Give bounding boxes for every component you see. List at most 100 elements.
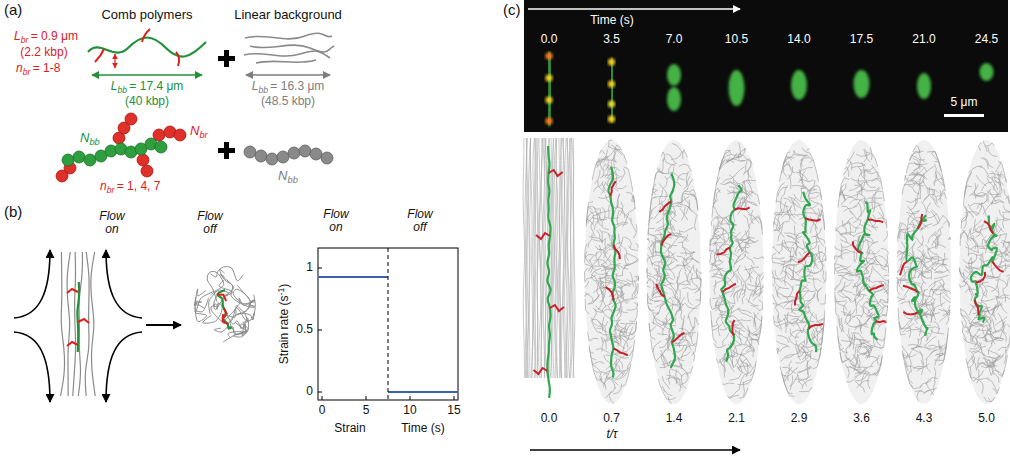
figure-part — [299, 145, 311, 157]
label-text: Flow off — [197, 209, 222, 236]
panel-letter: (c) — [503, 2, 521, 19]
tick-label: 0.5 — [296, 323, 313, 336]
plot-frame — [318, 248, 458, 400]
molecule-image — [608, 58, 615, 123]
time-label: 24.5 — [975, 33, 998, 46]
molecule-image — [667, 87, 681, 111]
simulation-snapshot — [772, 140, 826, 404]
stretched-chains — [61, 252, 96, 396]
time-label: 14.0 — [787, 33, 810, 46]
length-arrow — [92, 74, 202, 76]
label-text: bb — [258, 85, 268, 95]
axis-title: t/τ — [606, 428, 617, 441]
simulation-snapshot — [869, 285, 884, 291]
label-text: t/τ — [606, 427, 617, 441]
flow-state: Flow off — [197, 210, 222, 236]
label-text: Comb polymers — [101, 7, 192, 22]
simulation-snapshot — [960, 140, 1010, 404]
time-label: 0.0 — [541, 33, 558, 46]
label-text: 2.9 — [791, 411, 808, 425]
bead-label: nbr= 1, 4, 7 — [100, 180, 160, 195]
simulation-snapshot — [672, 333, 685, 343]
stretched-chains — [61, 252, 96, 396]
molecule-image — [917, 73, 931, 99]
streamline-arrow — [14, 250, 50, 318]
linear-chain — [245, 33, 332, 39]
simulation-snapshot — [853, 241, 862, 253]
time-arrow — [528, 8, 740, 9]
simulation-snapshot — [721, 185, 741, 362]
axis-title: Strain rate (s-1) — [277, 284, 291, 364]
label-text: 0 — [306, 384, 313, 398]
figure-part — [84, 154, 96, 166]
dimension: nbr= 1-8 — [16, 62, 60, 77]
tick-label: 0 — [319, 404, 326, 417]
simulation-snapshot — [975, 300, 979, 315]
label-text: -1 — [276, 288, 286, 296]
figure-part — [174, 129, 186, 141]
time-label: 3.6 — [853, 412, 870, 425]
simulation-snapshot — [547, 146, 550, 398]
branch-length-arrow — [114, 54, 115, 68]
axis-title: Time (s) — [590, 14, 634, 27]
label-text: = 16.3 μm — [270, 79, 324, 93]
label-text: Linear background — [234, 7, 342, 22]
simulation-snapshot — [661, 234, 671, 246]
simulation-snapshot — [585, 140, 639, 404]
figure-part — [56, 170, 68, 182]
simulation-snapshot — [647, 143, 701, 403]
molecule-image — [980, 63, 994, 81]
label-text: (48.5 kbp) — [261, 94, 315, 108]
label-text: bb — [117, 85, 127, 95]
simulation-snapshot — [835, 140, 889, 404]
molecule-image — [545, 117, 552, 124]
simulation-snapshot — [550, 305, 564, 311]
simulation-snapshot — [608, 167, 615, 378]
figure-part — [141, 165, 153, 177]
simulation-snapshot — [732, 320, 734, 335]
tick-label: 1 — [306, 261, 313, 274]
simulation-snapshot — [960, 140, 1010, 404]
figure-part — [73, 151, 85, 163]
figure-part — [310, 148, 322, 160]
label-text: (2.2 kbp) — [20, 45, 67, 59]
label-text: br — [199, 130, 207, 140]
label-text: N — [80, 130, 89, 145]
simulation-snapshot — [960, 141, 1010, 402]
label-text: br — [21, 35, 29, 45]
time-label: 4.3 — [916, 412, 933, 425]
flow-streamlines — [14, 250, 181, 402]
molecule-image — [612, 58, 613, 122]
molecule-image — [917, 73, 931, 99]
label-text: L — [14, 29, 21, 43]
time-label: 10.5 — [725, 33, 748, 46]
figure-part — [266, 153, 278, 165]
simulation-snapshot — [876, 321, 886, 322]
dimension: Lbb= 16.3 μm — [252, 80, 325, 95]
relaxed-coil — [217, 290, 231, 329]
molecule-image — [608, 80, 615, 87]
plus-sign — [224, 50, 229, 67]
branch-strand — [176, 52, 179, 66]
dimension: (40 kbp) — [125, 95, 169, 108]
simulation-snapshot — [857, 202, 879, 340]
label-text: 1 — [306, 260, 313, 274]
molecule-image — [545, 96, 552, 103]
label-text: Strain rate (s — [277, 295, 291, 364]
time-label: 5.0 — [978, 412, 995, 425]
panel-heading: Comb polymers — [101, 8, 192, 22]
label-text: bb — [89, 137, 99, 147]
figure-part — [255, 150, 267, 162]
figure-part — [155, 141, 167, 153]
simulation-snapshot — [606, 287, 614, 300]
time-label: 0.0 — [541, 412, 558, 425]
simulation-snapshot — [903, 286, 918, 292]
panel-letter: (b) — [4, 204, 22, 221]
label-text: = 1-8 — [33, 61, 61, 75]
simulation-snapshot — [976, 272, 985, 283]
tick-label: 10 — [403, 404, 416, 417]
simulation-snapshot — [722, 284, 735, 292]
figure-part — [137, 154, 149, 166]
flow-state: Flow on — [99, 210, 124, 236]
label-text: ) — [277, 284, 291, 288]
